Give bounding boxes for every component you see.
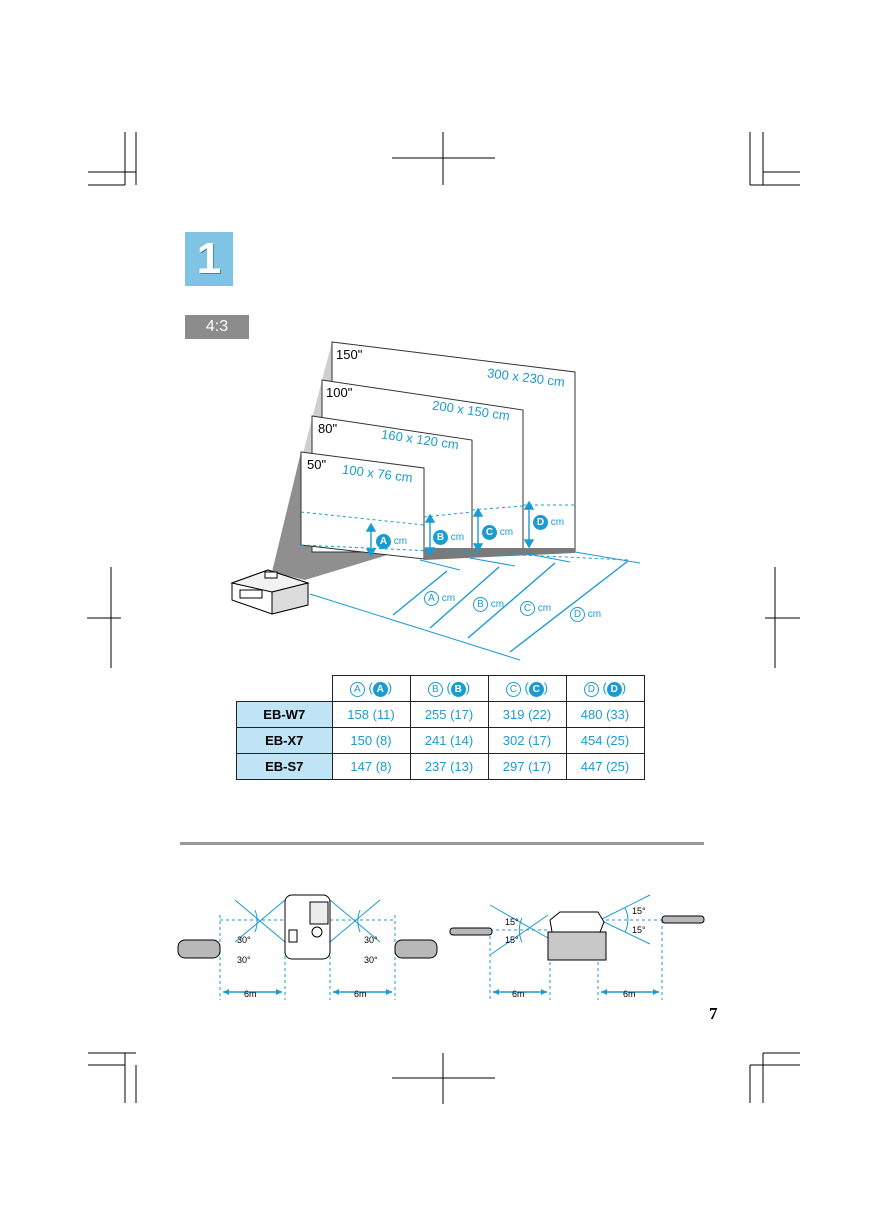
- screen-100-size: 100": [326, 385, 353, 400]
- value-cell: 147 (8): [331, 753, 411, 780]
- v-angle-left-upper: 15°: [505, 917, 519, 927]
- col-b-header: B (B): [409, 675, 489, 702]
- aspect-ratio-label: 4:3: [185, 315, 249, 339]
- model-cell: EB-X7: [236, 727, 333, 754]
- value-cell: 255 (17): [409, 701, 489, 728]
- label-a-height: A cm: [376, 534, 407, 549]
- value-cell: 150 (8): [331, 727, 411, 754]
- distance-left-2: 6m: [354, 989, 367, 999]
- value-cell: 158 (11): [331, 701, 411, 728]
- screen-50-size: 50": [307, 457, 327, 472]
- label-b-height: B cm: [433, 530, 464, 545]
- value-cell: 319 (22): [487, 701, 567, 728]
- step-number-badge: 1: [185, 232, 233, 286]
- table-header-row: A (A) B (B) C (C) D (D): [236, 675, 645, 702]
- value-cell: 447 (25): [565, 753, 645, 780]
- model-cell: EB-W7: [236, 701, 333, 728]
- col-c-header: C (C): [487, 675, 567, 702]
- label-b-distance: B cm: [473, 597, 504, 612]
- distance-right-2: 6m: [623, 989, 636, 999]
- h-angle-right-lower: 30°: [364, 955, 378, 965]
- distance-right-1: 6m: [512, 989, 525, 999]
- v-angle-left-lower: 15°: [505, 935, 519, 945]
- value-cell: 241 (14): [409, 727, 489, 754]
- h-angle-left-upper: 30°: [237, 935, 251, 945]
- label-d-distance: D cm: [570, 607, 601, 622]
- page-number: 7: [709, 1004, 718, 1023]
- col-a-header: A (A): [331, 675, 411, 702]
- screen-80-size: 80": [318, 421, 338, 436]
- remote-range-diagram: [177, 894, 705, 1000]
- distance-left-1: 6m: [244, 989, 257, 999]
- label-c-distance: C cm: [520, 601, 551, 616]
- label-a-distance: A cm: [424, 591, 455, 606]
- h-angle-right-upper: 30°: [364, 935, 378, 945]
- value-cell: 454 (25): [565, 727, 645, 754]
- value-cell: 297 (17): [487, 753, 567, 780]
- v-angle-right-lower: 15°: [632, 925, 646, 935]
- value-cell: 302 (17): [487, 727, 567, 754]
- v-angle-right-upper: 15°: [632, 906, 646, 916]
- distance-table: A (A) B (B) C (C) D (D) EB-W7 158 (11) 2…: [236, 675, 645, 780]
- value-cell: 237 (13): [409, 753, 489, 780]
- label-d-height: D cm: [533, 515, 564, 530]
- h-angle-left-lower: 30°: [237, 955, 251, 965]
- col-d-header: D (D): [565, 675, 645, 702]
- table-row: EB-S7 147 (8) 237 (13) 297 (17) 447 (25): [236, 753, 645, 780]
- table-row: EB-W7 158 (11) 255 (17) 319 (22) 480 (33…: [236, 701, 645, 728]
- table-row: EB-X7 150 (8) 241 (14) 302 (17) 454 (25): [236, 727, 645, 754]
- screen-150-size: 150": [336, 347, 363, 362]
- section-divider: [180, 842, 704, 845]
- label-c-height: C cm: [482, 525, 513, 540]
- model-cell: EB-S7: [236, 753, 333, 780]
- value-cell: 480 (33): [565, 701, 645, 728]
- projection-distance-diagram: [230, 341, 641, 661]
